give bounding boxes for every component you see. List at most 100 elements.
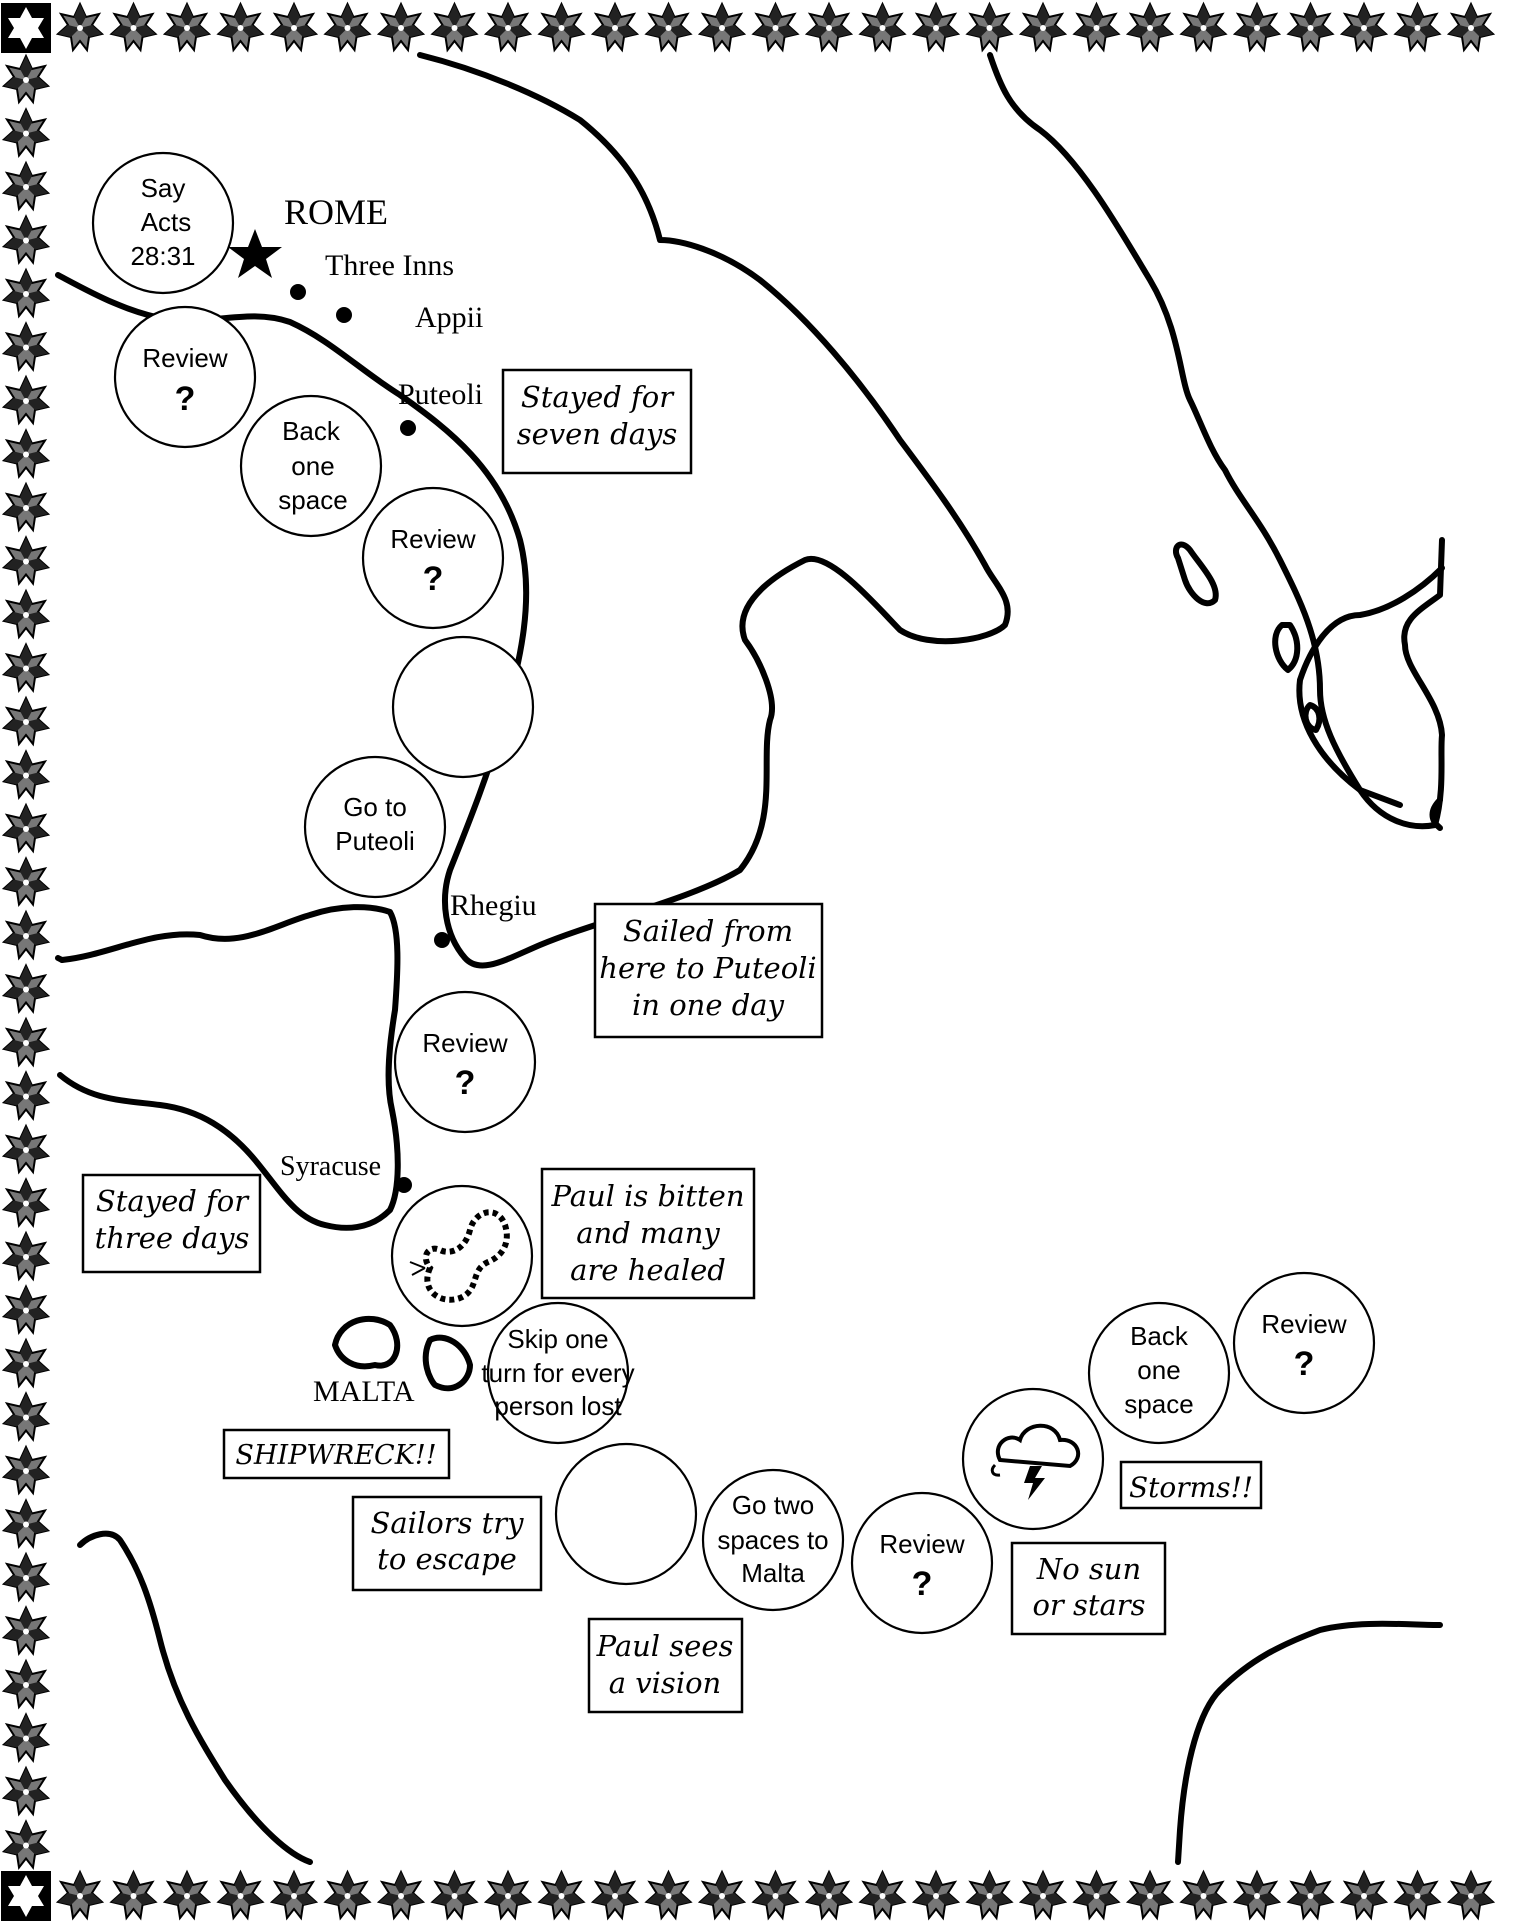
eight-point-star-icon <box>1341 3 1387 51</box>
three-inns-dot <box>290 284 306 300</box>
note-shipwreck: SHIPWRECK!! <box>222 1428 451 1480</box>
eight-point-star-icon <box>645 1871 692 1919</box>
puteoli-dot <box>400 420 416 436</box>
three-inns-label: Three Inns <box>325 249 454 282</box>
eight-point-star-icon <box>3 483 49 531</box>
space-review-3-label: Review <box>422 1028 507 1058</box>
eight-point-star-icon <box>1394 1871 1441 1919</box>
eight-point-star-icon <box>1020 3 1066 51</box>
eight-point-star-icon <box>110 1871 157 1919</box>
eight-point-star-icon <box>752 1871 799 1919</box>
rome-label: ROME <box>284 192 388 232</box>
border-bottom <box>1 1871 1494 1921</box>
appii-dot <box>336 307 352 323</box>
space-back-one-2-line-3: space <box>1124 1389 1193 1419</box>
space-go-to-puteoli[interactable]: Go to Puteoli <box>303 755 447 899</box>
eight-point-star-icon <box>1448 1871 1494 1919</box>
eight-point-star-icon <box>3 643 49 692</box>
space-review-5-label: Review <box>1261 1309 1346 1339</box>
eight-point-star-icon <box>752 3 799 51</box>
space-skip-one-turn-line-3: person lost <box>494 1391 622 1421</box>
eight-point-star-icon <box>913 1871 959 1919</box>
eight-point-star-icon <box>859 1871 906 1919</box>
space-review-3[interactable]: Review ? <box>393 990 537 1134</box>
eight-point-star-icon <box>1180 1871 1227 1919</box>
eight-point-star-icon <box>1287 3 1334 51</box>
eight-point-star-icon <box>1234 1871 1280 1919</box>
space-blank-1[interactable] <box>391 635 535 779</box>
note-paul-vision-line-2: a vision <box>609 1666 721 1700</box>
note-no-sun-line-1: No sun <box>1036 1552 1141 1586</box>
eight-point-star-icon <box>217 3 264 51</box>
eight-point-star-icon <box>699 1871 745 1919</box>
note-paul-bitten-line-3: are healed <box>570 1253 726 1287</box>
eight-point-star-icon <box>3 911 49 959</box>
space-skip-one-turn-line-1: Skip one <box>507 1324 608 1354</box>
note-shipwreck-text: SHIPWRECK!! <box>235 1440 436 1471</box>
place-labels: ROME Three Inns Appii Puteoli Rhegiu Syr… <box>280 192 537 1408</box>
space-snake[interactable] <box>390 1184 534 1328</box>
eight-point-star-icon <box>3 804 49 852</box>
space-back-one-2-line-2: one <box>1137 1355 1180 1385</box>
eight-point-star-icon <box>3 1820 49 1869</box>
note-paul-vision-line-1: Paul sees <box>596 1629 734 1663</box>
note-storms-text: Storms!! <box>1129 1471 1253 1504</box>
eight-point-star-icon <box>3 1285 49 1334</box>
question-icon: ? <box>455 1064 476 1102</box>
eight-point-star-icon <box>3 964 49 1013</box>
eight-point-star-icon <box>3 1339 49 1387</box>
space-go-to-puteoli-line-2: Puteoli <box>335 826 415 856</box>
eight-point-star-icon <box>378 1871 424 1919</box>
space-go-two-spaces[interactable]: Go two spaces to Malta <box>701 1468 845 1612</box>
eight-point-star-icon <box>324 3 371 51</box>
eight-point-star-icon <box>1073 3 1120 51</box>
note-paul-vision: Paul sees a vision <box>587 1617 744 1714</box>
space-review-2-label: Review <box>390 524 475 554</box>
space-blank-2[interactable] <box>554 1442 698 1586</box>
eight-point-star-icon <box>3 697 49 745</box>
eight-point-star-icon <box>3 429 49 478</box>
space-back-one-2[interactable]: Back one space <box>1087 1301 1231 1445</box>
question-icon: ? <box>175 380 196 418</box>
space-storm[interactable] <box>961 1387 1105 1531</box>
eight-point-star-icon <box>1287 1871 1334 1919</box>
coastlines <box>55 52 1445 1865</box>
space-review-4[interactable]: Review ? <box>850 1491 994 1635</box>
eight-point-star-icon <box>3 1232 49 1280</box>
space-back-one-1-line-3: space <box>278 485 347 515</box>
eight-point-star-icon <box>217 1871 264 1919</box>
eight-point-star-icon <box>3 215 49 264</box>
eight-point-star-icon <box>3 1713 49 1762</box>
eight-point-star-icon <box>3 590 49 638</box>
eight-point-star-icon <box>271 3 317 51</box>
eight-point-star-icon <box>431 3 478 51</box>
eight-point-star-icon <box>378 3 424 51</box>
eight-point-star-icon <box>3 1660 49 1708</box>
eight-point-star-icon <box>538 1871 585 1919</box>
note-paul-bitten: Paul is bitten and many are healed <box>540 1167 756 1300</box>
note-sailed-from: Sailed from here to Puteoli in one day <box>593 902 824 1039</box>
space-review-1[interactable]: Review ? <box>113 305 257 449</box>
note-sailors-escape-line-1: Sailors try <box>370 1506 524 1540</box>
eight-point-star-icon <box>57 1871 103 1919</box>
space-back-one-1[interactable]: Back one space <box>239 394 383 538</box>
note-paul-bitten-line-2: and many <box>576 1216 720 1250</box>
eight-point-star-icon <box>3 1553 49 1601</box>
space-review-2[interactable]: Review ? <box>361 486 505 630</box>
appii-label: Appii <box>415 301 483 334</box>
snake-icon <box>422 1209 510 1303</box>
note-storms: Storms!! <box>1119 1460 1263 1510</box>
eight-point-star-icon <box>1127 3 1173 51</box>
space-finish[interactable]: Say Acts 28:31 <box>91 151 235 295</box>
note-sailed-from-line-3: in one day <box>632 988 785 1022</box>
eight-point-star-icon <box>3 857 49 906</box>
star-icon <box>228 229 282 278</box>
eight-point-star-icon <box>1234 3 1280 51</box>
eight-point-star-icon <box>3 1125 49 1173</box>
eight-point-star-icon <box>1073 1871 1120 1919</box>
space-back-one-1-line-2: one <box>291 451 334 481</box>
space-skip-one-turn[interactable]: Skip one turn for every person lost <box>481 1301 635 1445</box>
eight-point-star-icon <box>164 1871 210 1919</box>
space-review-5[interactable]: Review ? <box>1232 1271 1376 1415</box>
